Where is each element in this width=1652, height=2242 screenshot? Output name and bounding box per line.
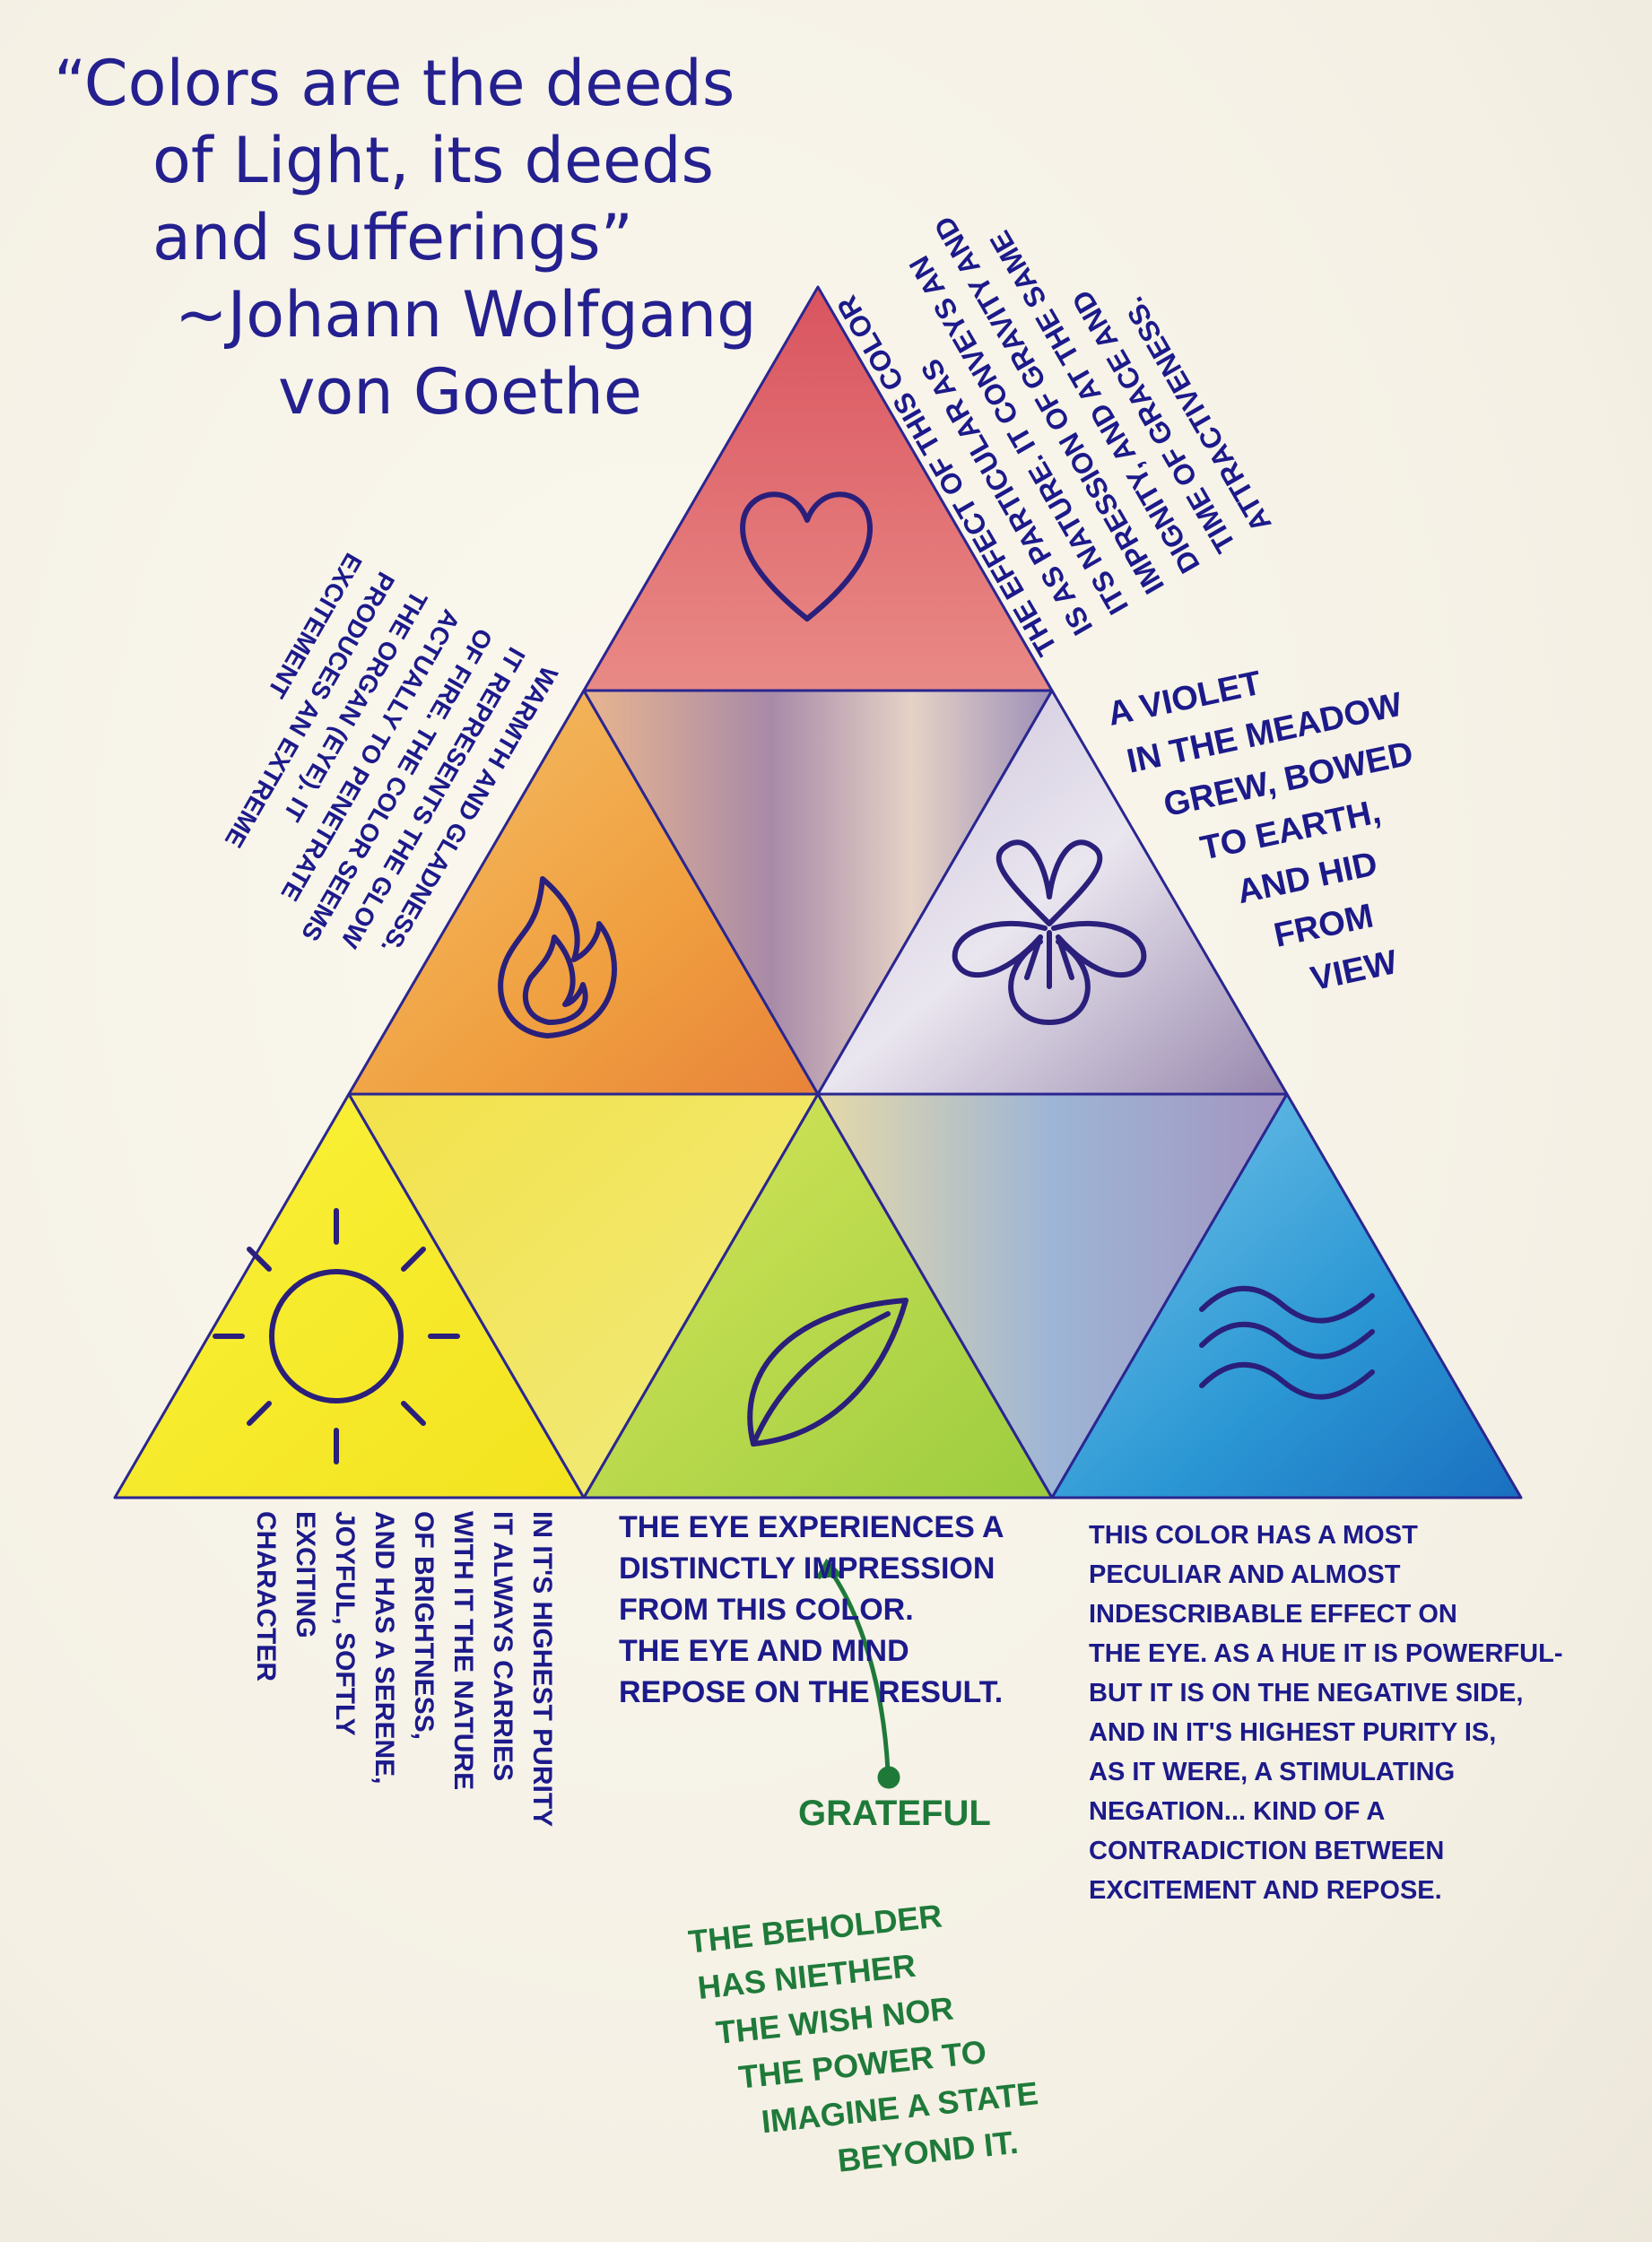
yellow-note: In it's highest purity it always carries… [246, 1511, 561, 1906]
leaf-icon [747, 1298, 909, 1447]
note-line: joyful, softly [330, 1511, 360, 1736]
note-line: the eye. As a hue it is powerful- [1089, 1639, 1563, 1668]
quote-line: of Light, its deeds [152, 124, 715, 197]
flower-icon [952, 839, 1147, 1025]
note-line: contradiction between [1089, 1837, 1445, 1865]
note-line: This color has a most [1089, 1521, 1418, 1550]
blue-triangle [1050, 1092, 1523, 1499]
note-line: The eye experiences a [619, 1510, 1004, 1544]
note-line: distinctly impression [619, 1551, 996, 1586]
note-line: character [251, 1511, 281, 1682]
note-line: excitement and repose. [1089, 1876, 1442, 1905]
note-line: as it were, a stimulating [1089, 1758, 1456, 1786]
heart-icon [740, 491, 873, 621]
note-line: peculiar and almost [1089, 1560, 1401, 1589]
grateful-label: Grateful [798, 1794, 991, 1833]
note-line: but it is on the negative side, [1089, 1679, 1524, 1708]
flame-icon [498, 876, 617, 1038]
beholder-note: The beholder has niether the wish nor th… [686, 1871, 1179, 2198]
note-line: repose on the result. [619, 1675, 1004, 1709]
green-note: The eye experiences a distinctly impress… [619, 1507, 1067, 1713]
note-line: exciting [291, 1511, 320, 1638]
quote-attribution: von Goethe [278, 355, 642, 429]
note-line: of brightness, [409, 1511, 439, 1741]
sun-icon [213, 1208, 460, 1464]
note-line: indescribable effect on [1089, 1600, 1457, 1629]
note-line: In it's highest purity [527, 1511, 557, 1828]
note-line: from this color. [619, 1593, 914, 1627]
quote-line: and sufferings” [152, 201, 633, 274]
note-line: it always carries [488, 1511, 517, 1782]
blue-note: This color has a most peculiar and almos… [1089, 1516, 1627, 1910]
note-line: negation... kind of a [1089, 1797, 1386, 1826]
note-line: The eye and mind [619, 1634, 909, 1668]
grateful-arrow [815, 1558, 900, 1789]
note-line: and in it's highest purity is, [1089, 1718, 1497, 1747]
quote-line: “Colors are the deeds [54, 47, 735, 120]
quote-attribution: ~Johann Wolfgang [175, 278, 757, 352]
note-line: and has a serene, [370, 1511, 399, 1785]
waves-icon [1199, 1285, 1375, 1400]
goethe-quote: “Colors are the deeds of Light, its deed… [54, 45, 757, 430]
note-line: with it the nature [448, 1511, 478, 1791]
